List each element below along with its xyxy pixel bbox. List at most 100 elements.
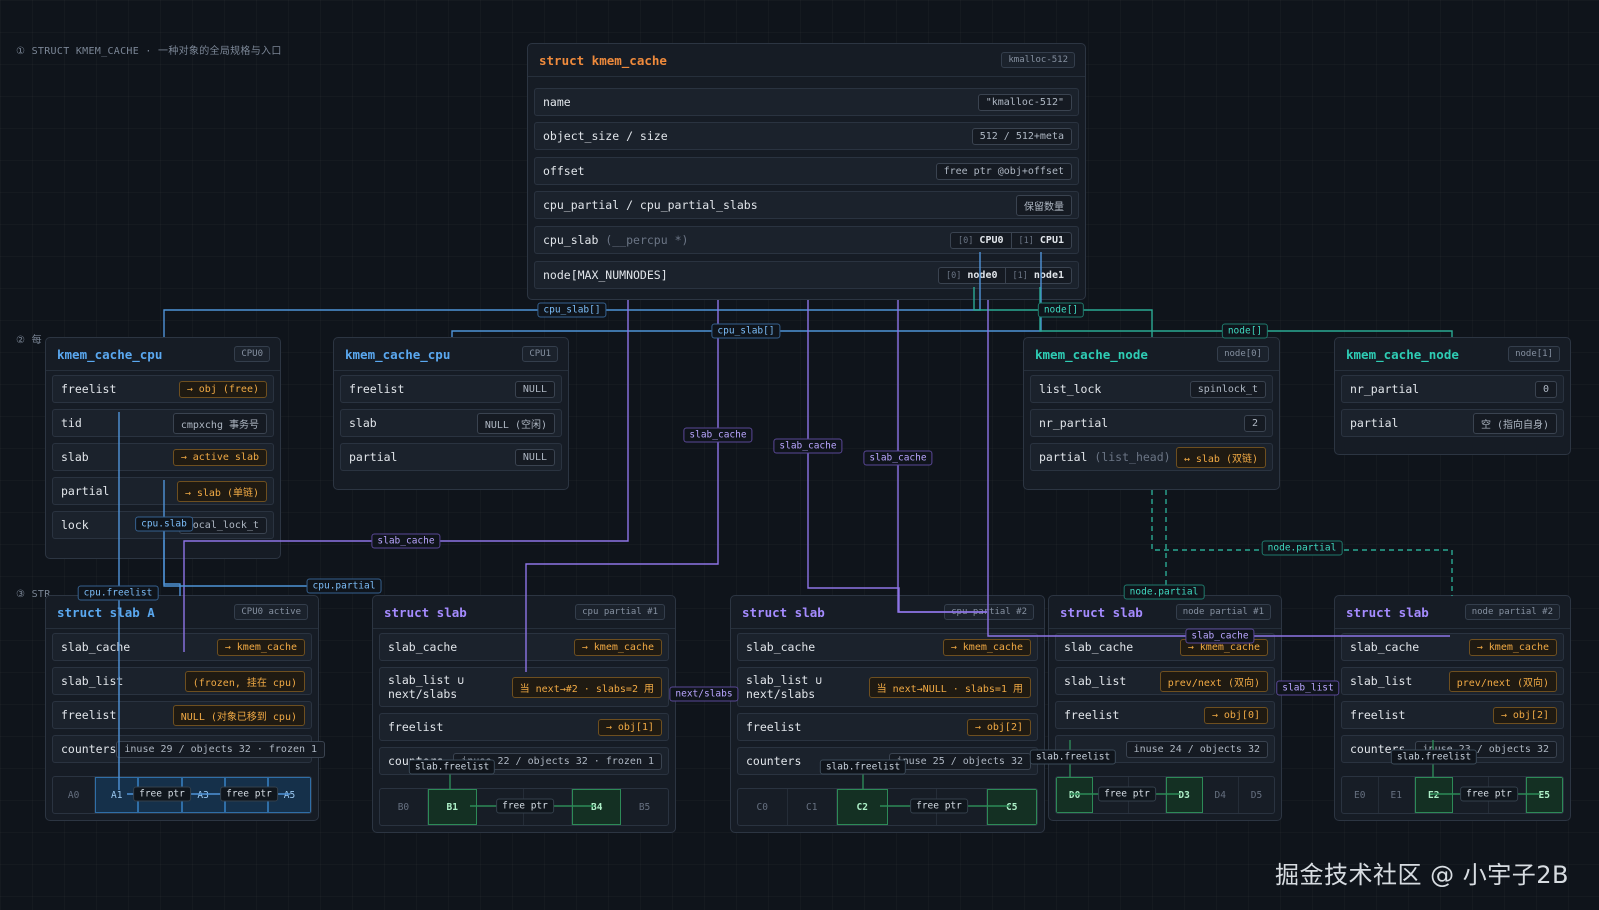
pill-index: [1] (1012, 270, 1028, 281)
slab-d-row-freelist: freelist→ obj[0] (1055, 701, 1275, 729)
object-slot: C2 (837, 789, 888, 825)
row-label: slab (61, 450, 89, 464)
cpu1-tag: CPU1 (522, 346, 558, 362)
slab-b-row-freelist: freelist→ obj[1] (379, 713, 669, 741)
object-slot: B5 (638, 801, 651, 813)
free-ptr-b: free ptr (496, 798, 554, 814)
node0-row-list-lock: list_lock spinlock_t (1030, 375, 1273, 403)
label-slab-freelist-e: slab.freelist (1390, 749, 1478, 765)
row-label: offset (543, 164, 585, 178)
node0-title: kmem_cache_node (1035, 346, 1148, 362)
slab-a-row-slab-cache: slab_cache→ kmem_cache (52, 633, 312, 661)
row-value: 2 (1243, 414, 1266, 432)
section-3-title: STR (31, 589, 51, 600)
object-slot: A0 (53, 777, 96, 813)
row-value: 当 next→#2 · slabs=2 用 (511, 676, 662, 698)
row-value: NULL (对象已移到 cpu) (172, 704, 305, 726)
label-next-slabs: next/slabs (669, 686, 739, 702)
row-value: NULL (空闲) (476, 412, 555, 434)
label-line-2: next/slabs (388, 687, 458, 701)
slab-e-tag: node partial #2 (1464, 604, 1560, 620)
section-1-sep: · (145, 46, 152, 57)
object-slot: E4 (1489, 777, 1526, 813)
row-label: lock (61, 518, 89, 532)
slab-e-objects: E0 E1 E2 E3 E4 E5 (1341, 776, 1564, 814)
row-label: freelist (349, 382, 405, 396)
slab-a-row-freelist: freelist NULL (对象已移到 cpu) (52, 701, 312, 729)
kmem-cache-row-cpu-partial: cpu_partial / cpu_partial_slabs 保留数量 (534, 191, 1079, 219)
cpu0-row-partial: partial→ slab (单链) (52, 477, 274, 505)
label-slab-freelist-d: slab.freelist (1029, 749, 1117, 765)
slab-e-card: struct slab node partial #2 slab_cache→ … (1334, 595, 1571, 821)
row-value: NULL (514, 448, 555, 466)
object-slot: C5 (986, 789, 1037, 825)
kmem-cache-row-size: object_size / size 512 / 512+meta (534, 122, 1079, 150)
row-label: counters (61, 742, 117, 756)
kmem-cache-row-cpu-slab: cpu_slab (__percpu *) [0] CPU0 [1] CPU1 (534, 226, 1079, 254)
slab-c-tag: cpu partial #2 (944, 604, 1034, 620)
row-label: freelist (746, 720, 802, 734)
section-1-desc: 一种对象的全局规格与入口 (158, 46, 282, 57)
label-node-1: node[] (1221, 323, 1269, 339)
label-node-0: node[] (1037, 302, 1085, 318)
row-value: prev/next (双向) (1159, 670, 1268, 692)
row-value: spinlock_t (1189, 380, 1266, 398)
slab-e-title: struct slab (1346, 604, 1429, 620)
row-value: → obj (free) (178, 380, 267, 398)
row-label: freelist (61, 708, 117, 722)
label-node-partial-1: node.partial (1261, 540, 1343, 556)
object-slot: E1 (1379, 777, 1415, 813)
row-value: 当 next→NULL · slabs=1 用 (868, 676, 1031, 698)
slab-c-title: struct slab (742, 604, 825, 620)
cpu-slab-pills: [0] CPU0 [1] CPU1 (950, 231, 1072, 249)
node1-title: kmem_cache_node (1346, 346, 1459, 362)
pill-value: CPU0 (979, 234, 1004, 246)
row-label: cpu_partial / cpu_partial_slabs (543, 198, 758, 212)
kmem-cache-row-offset: offset free ptr @obj+offset (534, 157, 1079, 185)
row-value: NULL (514, 380, 555, 398)
row-value: → obj[2] (966, 718, 1031, 736)
row-label: cpu_slab (__percpu *) (543, 233, 688, 247)
row-value: → active slab (172, 448, 267, 466)
row-label: list_lock (1039, 382, 1102, 396)
row-label: slab_cache (1350, 640, 1420, 654)
object-slot: B0 (380, 789, 428, 825)
kmem-cache-row-node: node[MAX_NUMNODES] [0] node0 [1] node1 (534, 261, 1079, 289)
label-slab-list: slab_list (1276, 680, 1340, 696)
row-label: slab_list ∪next/slabs (746, 673, 822, 701)
slab-b-tag: cpu partial #1 (575, 604, 665, 620)
label-line-1: slab_list ∪ (746, 673, 823, 687)
row-value: prev/next (双向) (1448, 670, 1557, 692)
row-value: 0 (1534, 380, 1557, 398)
label-slab-cache-3: slab_cache (863, 450, 933, 466)
object-slot: C0 (738, 789, 788, 825)
slab-e-row-slab-cache: slab_cache→ kmem_cache (1341, 633, 1564, 661)
row-value: 空 (指向自身) (1472, 412, 1557, 434)
label-cpu-slab-link: cpu.slab (135, 516, 193, 532)
label-slab-cache-2: slab_cache (773, 438, 843, 454)
section-3-num: ③ (16, 589, 26, 600)
free-ptr-c: free ptr (910, 798, 968, 814)
row-label: slab_list ∪next/slabs (388, 673, 464, 701)
row-label: slab_list (1350, 674, 1413, 688)
section-2-title: 每 (31, 335, 42, 346)
object-slot: C4 (937, 789, 987, 825)
slab-b-title: struct slab (384, 604, 467, 620)
label-cpu-slab-1: cpu_slab[] (711, 323, 781, 339)
row-label: object_size / size (543, 129, 668, 143)
pill-value: node1 (1033, 269, 1064, 281)
row-label: tid (61, 416, 82, 430)
label-slab-freelist-c: slab.freelist (819, 759, 907, 775)
partial-hint: (list_head) (1094, 450, 1171, 464)
row-value: ↔ slab (双链) (1175, 446, 1266, 468)
row-value: 保留数量 (1016, 194, 1072, 216)
slab-d-title: struct slab (1060, 604, 1143, 620)
row-label: slab_cache (388, 640, 458, 654)
row-label: freelist (1350, 708, 1406, 722)
row-label: counters (746, 754, 802, 768)
cpu-slab-pill-0: [0] CPU0 (950, 231, 1012, 249)
